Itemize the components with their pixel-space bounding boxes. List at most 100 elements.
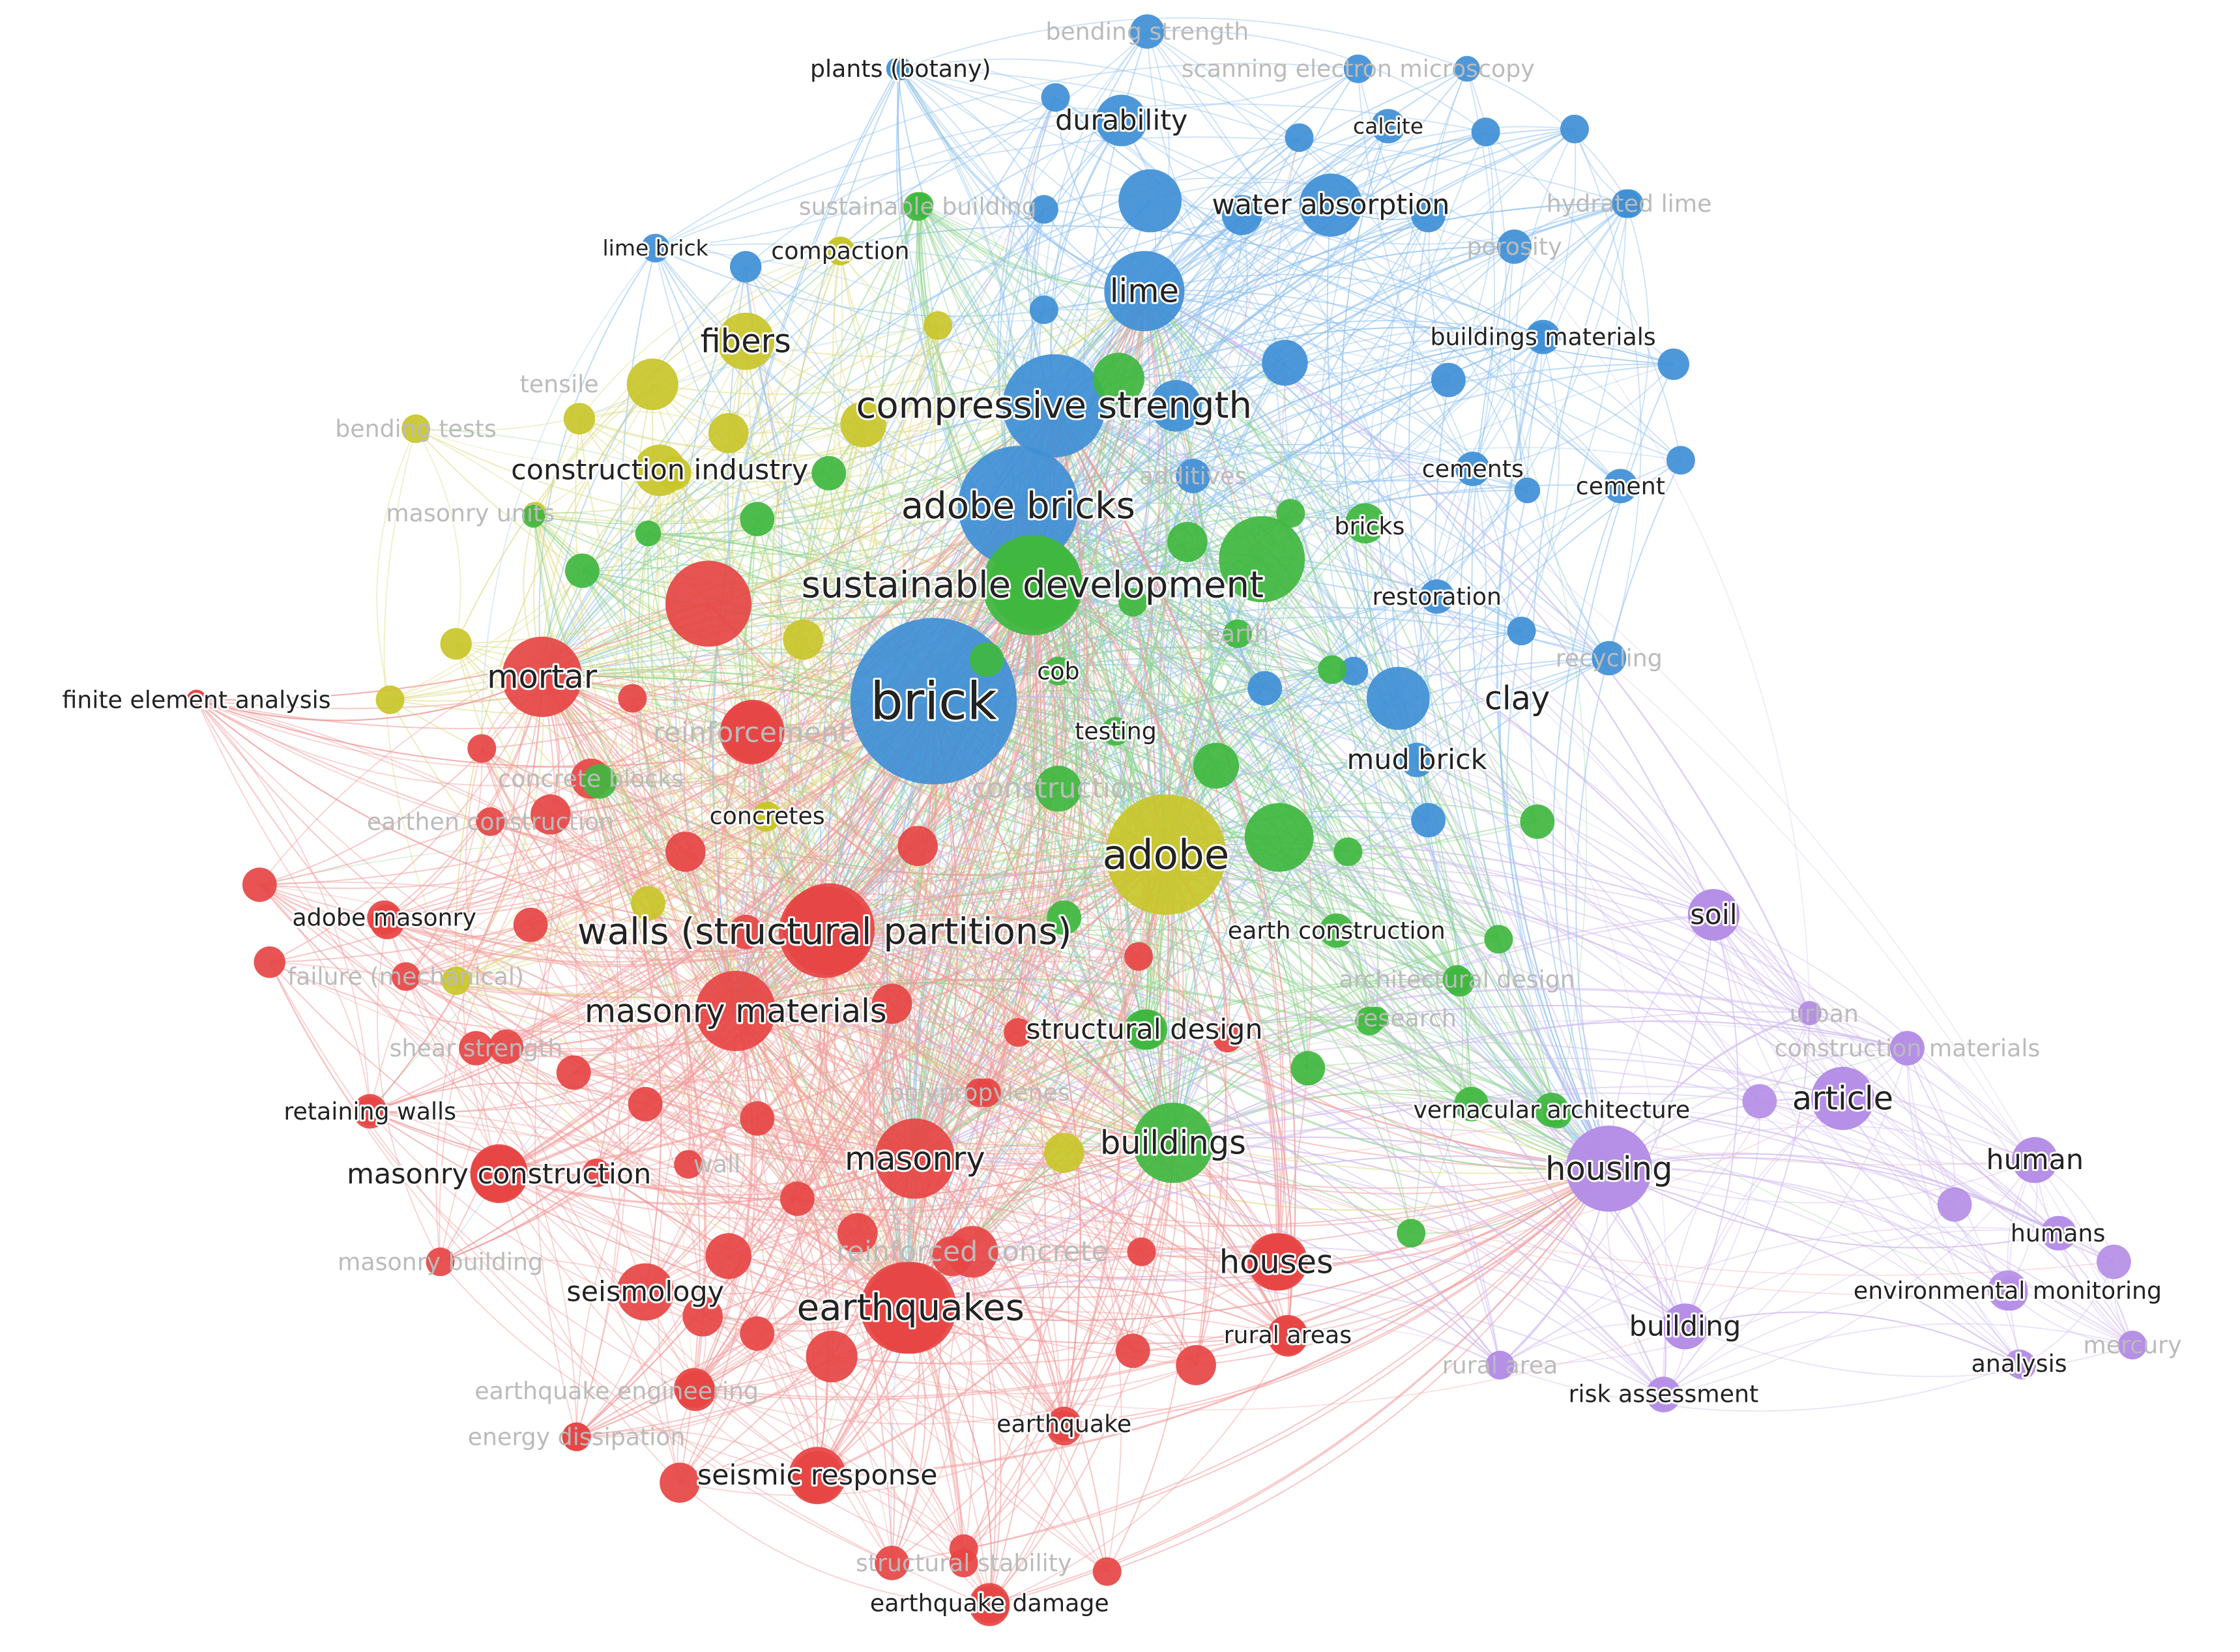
node-restoration[interactable]: [1419, 579, 1455, 614]
network-node[interactable]: [1118, 588, 1148, 617]
network-node[interactable]: [513, 907, 548, 942]
network-node[interactable]: [1666, 446, 1695, 475]
network-node[interactable]: [1431, 362, 1466, 398]
network-node[interactable]: [1150, 380, 1202, 432]
network-node[interactable]: [871, 983, 912, 1024]
node-earthen-construction[interactable]: [476, 807, 505, 836]
network-node[interactable]: [886, 57, 909, 81]
network-node[interactable]: [355, 1097, 385, 1126]
network-node[interactable]: [728, 914, 763, 949]
node-cements[interactable]: [1455, 452, 1491, 486]
network-node[interactable]: [682, 1296, 723, 1337]
node-wall[interactable]: [674, 1150, 703, 1179]
network-node[interactable]: [1193, 742, 1240, 789]
network-node[interactable]: [531, 794, 571, 835]
network-node[interactable]: [563, 403, 596, 435]
network-node[interactable]: [1213, 1024, 1242, 1053]
network-node[interactable]: [989, 538, 1082, 630]
network-node[interactable]: [740, 1101, 775, 1136]
network-node[interactable]: [1646, 1378, 1681, 1413]
network-node[interactable]: [628, 1086, 663, 1122]
network-node[interactable]: [660, 1462, 700, 1503]
network-node[interactable]: [791, 1451, 843, 1503]
network-node[interactable]: [740, 502, 775, 536]
network-node[interactable]: [1127, 1009, 1168, 1050]
network-node[interactable]: [811, 456, 847, 491]
node-lime[interactable]: [1104, 251, 1185, 332]
network-node[interactable]: [1514, 477, 1541, 504]
node-earth[interactable]: [1223, 619, 1252, 648]
network-node[interactable]: [1527, 323, 1556, 352]
network-node[interactable]: [665, 832, 706, 872]
network-node[interactable]: [631, 886, 665, 921]
node-adobe[interactable]: [1105, 794, 1227, 915]
network-node[interactable]: [562, 1422, 591, 1451]
network-node[interactable]: [1662, 1303, 1708, 1350]
node-seismology[interactable]: [617, 1263, 675, 1321]
network-node[interactable]: [441, 966, 471, 996]
network-node[interactable]: [1937, 1187, 1972, 1222]
network-node[interactable]: [1520, 804, 1555, 839]
network-node[interactable]: [1176, 1345, 1216, 1385]
network-node[interactable]: [1471, 117, 1500, 147]
network-node[interactable]: [1397, 1219, 1426, 1248]
network-node[interactable]: [783, 883, 875, 976]
network-node[interactable]: [860, 1262, 952, 1354]
network-node[interactable]: [806, 1331, 858, 1383]
network-node[interactable]: [1118, 169, 1182, 233]
network-node[interactable]: [1454, 55, 1480, 82]
network-node[interactable]: [1612, 189, 1641, 218]
network-node[interactable]: [1221, 195, 1262, 235]
node-earth-construction[interactable]: [1319, 913, 1354, 948]
network-node[interactable]: [1244, 803, 1314, 872]
node-masonry[interactable]: [875, 1118, 955, 1199]
network-node[interactable]: [780, 1181, 815, 1216]
network-node[interactable]: [1333, 837, 1363, 866]
network-node[interactable]: [1560, 115, 1589, 143]
network-node[interactable]: [521, 504, 545, 528]
network-node[interactable]: [674, 1368, 714, 1408]
node-mud-brick[interactable]: [1399, 742, 1434, 777]
node-bending-tests[interactable]: [401, 414, 431, 443]
network-node[interactable]: [837, 1213, 878, 1254]
network-node[interactable]: [1339, 656, 1369, 686]
node-bricks[interactable]: [1219, 516, 1305, 603]
node-construction[interactable]: [1035, 766, 1082, 812]
network-node[interactable]: [582, 764, 617, 799]
node-buildings[interactable]: [1133, 1103, 1214, 1183]
network-node[interactable]: [2118, 1331, 2147, 1359]
network-node[interactable]: [969, 642, 1004, 677]
network-node[interactable]: [2042, 1215, 2077, 1251]
network-node[interactable]: [1092, 353, 1144, 405]
network-node[interactable]: [489, 1029, 524, 1064]
node-cement[interactable]: [1603, 469, 1638, 504]
network-node[interactable]: [783, 619, 823, 660]
network-node[interactable]: [751, 803, 780, 832]
network-node[interactable]: [665, 560, 751, 647]
network-node[interactable]: [840, 401, 886, 448]
network-node[interactable]: [1411, 803, 1446, 837]
network-node[interactable]: [2007, 1350, 2037, 1380]
network-node[interactable]: [1318, 655, 1347, 684]
network-node[interactable]: [875, 1546, 909, 1580]
node-durability[interactable]: [1096, 94, 1148, 147]
network-node[interactable]: [2097, 1244, 2131, 1279]
node-compressive-strength[interactable]: [1002, 354, 1106, 457]
network-node[interactable]: [440, 628, 472, 660]
node-shear-strength[interactable]: [459, 1031, 493, 1065]
network-node[interactable]: [1285, 123, 1314, 152]
network-node[interactable]: [705, 1233, 752, 1279]
network-node[interactable]: [375, 685, 405, 714]
network-node[interactable]: [1290, 1051, 1326, 1086]
network-node[interactable]: [582, 1158, 611, 1187]
network-node[interactable]: [370, 905, 405, 940]
network-node[interactable]: [1485, 1350, 1515, 1380]
network-node[interactable]: [1092, 1557, 1122, 1586]
network-node[interactable]: [1411, 197, 1446, 233]
network-node[interactable]: [740, 1316, 775, 1351]
network-node[interactable]: [969, 1586, 1010, 1627]
node-lime-brick[interactable]: [641, 233, 670, 263]
network-node[interactable]: [949, 1534, 978, 1563]
node-research[interactable]: [1365, 1006, 1388, 1030]
network-node[interactable]: [656, 456, 691, 491]
